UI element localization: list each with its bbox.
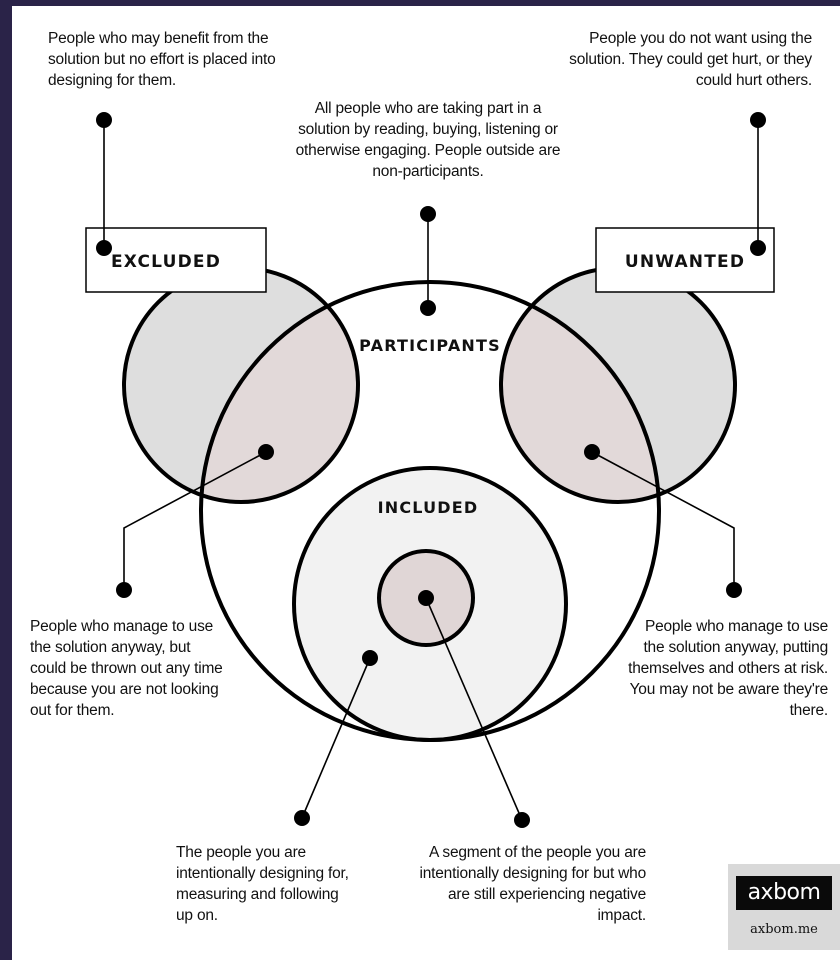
participants-note: All people who are taking part in a solu… xyxy=(295,100,561,180)
included-connector xyxy=(301,657,371,819)
excluded-dot-box xyxy=(96,240,112,256)
participants-dot-circle xyxy=(420,300,436,316)
included-label: INCLUDED xyxy=(377,498,479,517)
excluded-note: People who may benefit from the solution… xyxy=(48,30,276,89)
axbom-logo: axbom axbom.me xyxy=(728,864,840,950)
participants-label: PARTICIPANTS xyxy=(359,336,501,355)
excluded-label-box xyxy=(85,227,267,293)
participants-dot-top xyxy=(420,206,436,222)
excluded-label: EXCLUDED xyxy=(110,252,222,272)
included-note: The people you are intentionally designi… xyxy=(176,844,349,924)
unwanted-dot-top xyxy=(750,112,766,128)
unwanted-label: UNWANTED xyxy=(624,252,746,272)
unwanted-overlap-dot-end xyxy=(726,582,742,598)
excluded-overlap-connector xyxy=(123,451,267,590)
unwanted-overlap-fill xyxy=(501,282,659,502)
inner-segment-note: A segment of the people you are intentio… xyxy=(419,844,646,924)
excluded-dot-top xyxy=(96,112,112,128)
unwanted-dot-box xyxy=(750,240,766,256)
logo-url: axbom.me xyxy=(750,922,818,937)
excluded-overlap-dot-end xyxy=(116,582,132,598)
inner-segment-dot xyxy=(418,590,434,606)
unwanted-overlap-note: People who manage to use the solution an… xyxy=(628,618,828,719)
included-dot-end xyxy=(294,810,310,826)
unwanted-overlap-connector xyxy=(591,451,735,590)
inner-segment-dot-end xyxy=(514,812,530,828)
unwanted-label-box xyxy=(595,227,775,293)
unwanted-overlap-dot xyxy=(584,444,600,460)
excluded-overlap-note: People who manage to use the solution an… xyxy=(30,618,223,719)
logo-mark: axbom xyxy=(736,876,832,910)
venn-diagram xyxy=(85,112,775,828)
participants-circle-outline xyxy=(199,280,661,742)
included-dot xyxy=(362,650,378,666)
inner-segment-connector xyxy=(425,597,523,821)
unwanted-note: People you do not want using the solutio… xyxy=(569,30,812,89)
diagram-canvas: EXCLUDED UNWANTED PARTICIPANTS INCLUDED … xyxy=(12,6,840,960)
excluded-overlap-dot xyxy=(258,444,274,460)
